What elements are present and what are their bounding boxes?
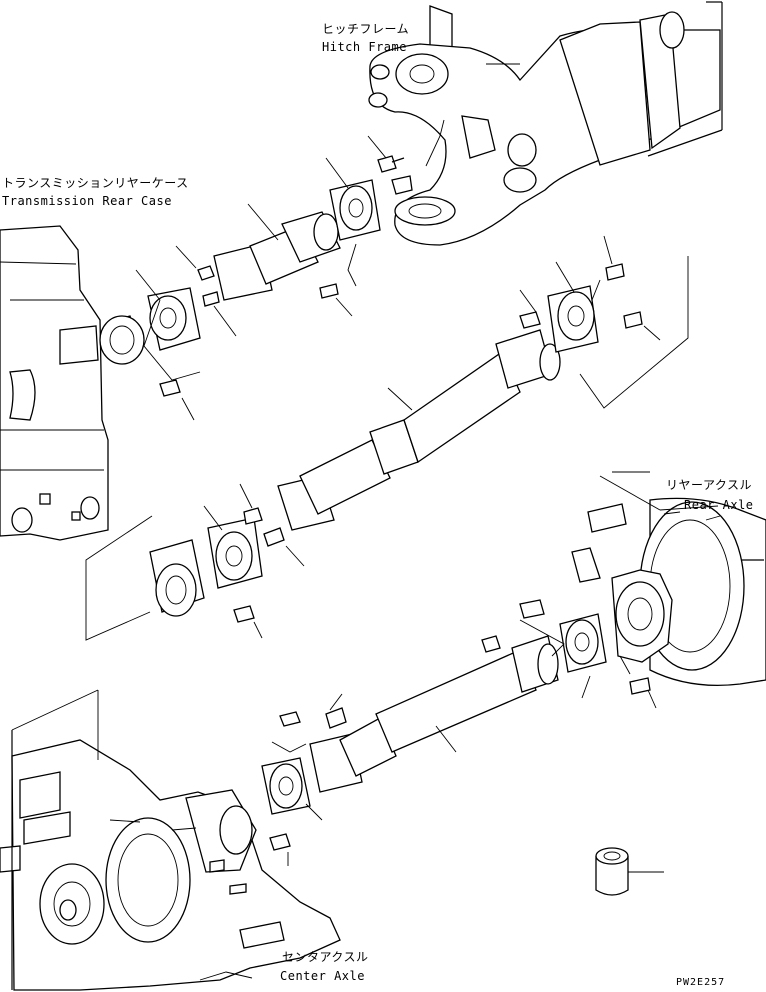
- transmission-rear-case: [0, 225, 109, 541]
- bushing-part: [595, 847, 664, 896]
- hitch-frame-assembly: [368, 1, 723, 246]
- drawing-code: PW2E257: [676, 977, 726, 988]
- rear-axle-assembly: [571, 471, 766, 687]
- center-axle-label-jp: センタアクスル: [282, 950, 369, 964]
- upper-drive-shaft: [99, 119, 445, 421]
- hitch-frame-label-jp: ヒッチフレーム: [322, 22, 410, 36]
- transmission-label: Transmission Rear Case: [2, 194, 172, 208]
- lower-drive-shaft: [261, 599, 657, 866]
- rear-axle-label-jp: リヤーアクスル: [666, 478, 753, 492]
- rear-axle-label: Rear Axle: [684, 498, 754, 512]
- center-axle-label: Center Axle: [280, 969, 365, 983]
- hitch-frame-label: Hitch Frame: [322, 40, 407, 54]
- middle-drive-shaft: [85, 235, 689, 641]
- center-axle-assembly: [0, 689, 341, 991]
- transmission-label-jp: トランスミッションリヤーケース: [2, 176, 189, 190]
